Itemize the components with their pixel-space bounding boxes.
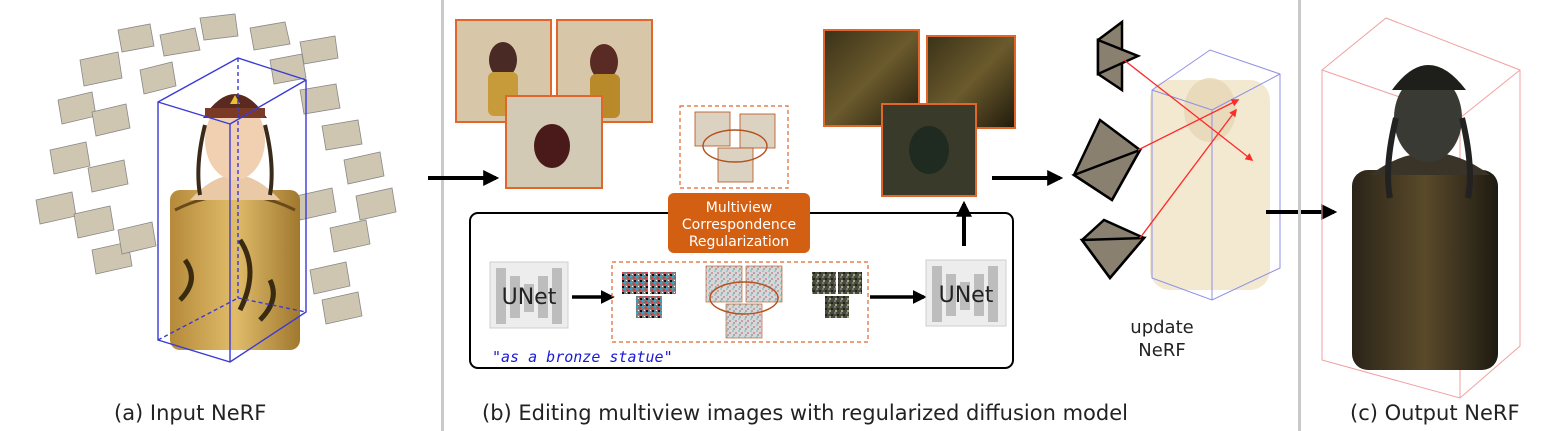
nerf-update-region [1071, 19, 1281, 301]
correspondence-thumbnail [679, 105, 789, 189]
caption-b: (b) Editing multiview images with regula… [482, 401, 1128, 425]
prompt-text: "as a bronze statue" [492, 348, 673, 366]
edited-views-stack [823, 29, 1016, 197]
regularization-box: Multiview Correspondence Regularization [668, 193, 810, 253]
unet-left-label: UNet [502, 285, 557, 310]
regularization-line-3: Regularization [689, 234, 789, 250]
update-label-line-1: update [1130, 317, 1193, 338]
noisy-latent-b [705, 265, 783, 339]
divider-a-b [441, 0, 444, 431]
input-nerf-panel [35, 13, 397, 363]
noisy-latent-c [812, 272, 862, 318]
caption-c: (c) Output NeRF [1350, 401, 1520, 425]
noisy-latent-a [622, 272, 676, 318]
regularization-line-2: Correspondence [682, 217, 796, 233]
input-bounding-box [157, 57, 307, 363]
unet-left: UNet [489, 261, 569, 329]
caption-a: (a) Input NeRF [114, 401, 266, 425]
input-views-stack [455, 19, 653, 189]
regularization-line-1: Multiview [706, 200, 772, 216]
noisy-latents-group [611, 261, 869, 343]
unet-right: UNet [925, 259, 1007, 327]
camera-rays [1123, 59, 1254, 239]
output-nerf-panel [1321, 17, 1521, 399]
unet-right-label: UNet [939, 283, 994, 308]
update-label-line-2: NeRF [1138, 340, 1185, 361]
divider-b-c [1298, 0, 1301, 431]
input-bust [170, 94, 300, 350]
camera-frustums [1071, 19, 1147, 281]
